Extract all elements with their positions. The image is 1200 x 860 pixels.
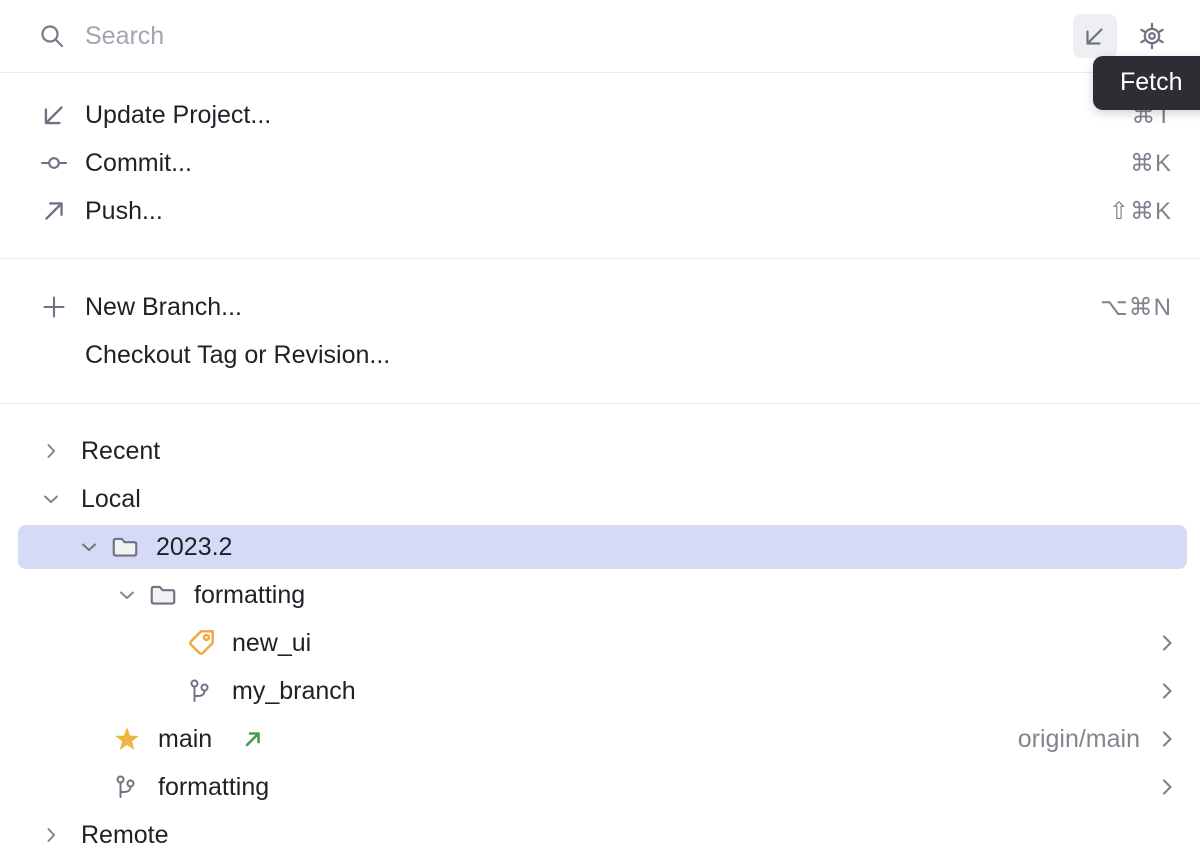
star-icon [112,724,142,754]
menu-item-label: New Branch... [85,292,243,321]
chevron-down-icon[interactable] [114,582,140,608]
folder-icon [110,532,140,562]
tree-row-new-ui[interactable]: new_ui [0,619,1200,667]
fetch-tooltip: Fetch [1093,56,1200,110]
update-project-icon [40,101,68,129]
branch-actions-section: New Branch... ⌥⌘N Checkout Tag or Revisi… [0,259,1200,404]
menu-item-label: Push... [85,196,163,225]
submenu-chevron-icon[interactable] [1154,630,1180,656]
chevron-down-icon[interactable] [76,534,102,560]
menu-item-push[interactable]: Push... ⇧⌘K [0,187,1200,235]
tree-row-my-branch[interactable]: my_branch [0,667,1200,715]
tree-label: formatting [158,772,270,801]
tag-icon [186,628,216,658]
chevron-right-icon[interactable] [38,438,64,464]
tree-label: Local [81,484,141,513]
submenu-chevron-icon[interactable] [1154,678,1180,704]
tree-row-recent[interactable]: Recent [0,427,1200,475]
submenu-chevron-icon[interactable] [1154,774,1180,800]
chevron-down-icon[interactable] [38,486,64,512]
tracked-branch-label: origin/main [1017,724,1140,753]
menu-item-update-project[interactable]: Update Project... ⌘T [0,91,1200,139]
fetch-icon [1082,23,1108,49]
tree-row-formatting-branch[interactable]: formatting [0,763,1200,811]
branch-icon [186,676,216,706]
tree-row-main[interactable]: main origin/main [0,715,1200,763]
submenu-chevron-icon[interactable] [1154,726,1180,752]
push-icon [40,197,68,225]
search-bar [0,0,1200,73]
vcs-actions-section: Update Project... ⌘T Commit... ⌘K Push..… [0,73,1200,259]
plus-icon [40,293,68,321]
tree-row-remote[interactable]: Remote [0,811,1200,859]
menu-item-new-branch[interactable]: New Branch... ⌥⌘N [0,283,1200,331]
tree-row-local[interactable]: Local [0,475,1200,523]
tree-row-formatting-folder[interactable]: formatting [0,571,1200,619]
branch-icon [112,772,142,802]
tree-label: my_branch [232,676,356,705]
tree-label: formatting [194,580,306,609]
commit-icon [40,149,68,177]
folder-icon [148,580,178,610]
tree-label: 2023.2 [156,532,233,561]
menu-item-label: Commit... [85,148,192,177]
tree-label: new_ui [232,628,312,657]
menu-item-label: Update Project... [85,100,272,129]
tree-label: main [158,724,213,753]
menu-item-commit[interactable]: Commit... ⌘K [0,139,1200,187]
chevron-right-icon[interactable] [38,822,64,848]
settings-button[interactable] [1130,14,1174,58]
tree-label: Remote [81,820,169,849]
menu-item-shortcut: ⇧⌘K [1108,197,1172,225]
menu-item-shortcut: ⌘K [1129,149,1172,177]
search-icon [38,22,66,50]
search-input[interactable] [85,21,1073,51]
branches-tree: Recent Local 2023.2 [0,404,1200,859]
tree-row-2023-2[interactable]: 2023.2 [0,523,1200,571]
fetch-button[interactable] [1073,14,1117,58]
empty-icon-slot [40,341,68,369]
menu-item-label: Checkout Tag or Revision... [85,340,391,369]
menu-item-checkout-tag[interactable]: Checkout Tag or Revision... [0,331,1200,379]
gear-icon [1137,21,1167,51]
tree-label: Recent [81,436,161,465]
outgoing-commits-arrow-icon [242,728,264,750]
menu-item-shortcut: ⌥⌘N [1100,293,1172,321]
